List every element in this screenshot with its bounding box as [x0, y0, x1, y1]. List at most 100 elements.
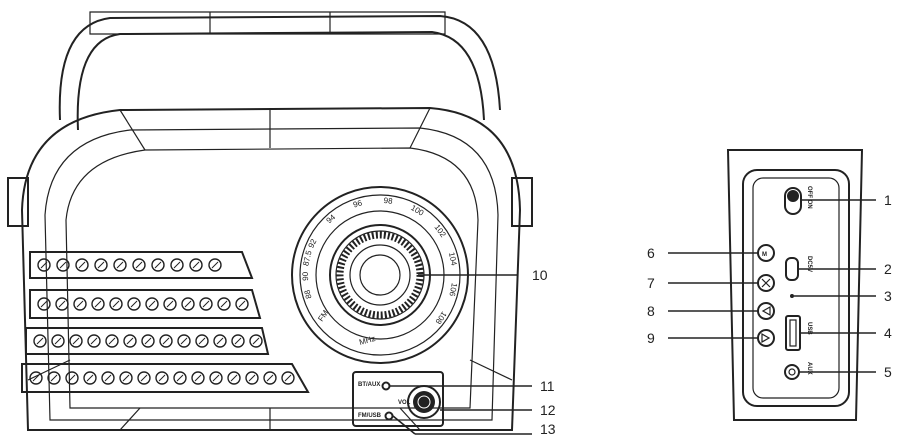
dial-label: 98: [383, 196, 393, 206]
dial-label: 100: [409, 203, 426, 218]
speaker-grill: [21, 251, 310, 393]
grill-hole: [199, 297, 213, 311]
grill-hole-mark: [76, 300, 84, 308]
dial-label: 104: [447, 251, 459, 267]
callout-6: 6: [647, 245, 655, 261]
grill-hole-mark: [144, 337, 152, 345]
grill-hole: [113, 258, 127, 272]
grill-hole: [217, 297, 231, 311]
grill-hole: [145, 297, 159, 311]
grill-hole-mark: [36, 337, 44, 345]
grill-hole-mark: [50, 374, 58, 382]
grill-hole-mark: [192, 261, 200, 269]
grill-hole: [73, 297, 87, 311]
grill-hole-mark: [154, 261, 162, 269]
grill-hole-mark: [86, 374, 94, 382]
callout-7: 7: [647, 275, 655, 291]
volume-knob-center: [413, 391, 435, 413]
dial-label: 96: [352, 198, 364, 209]
dial-knurled-rim: [336, 231, 424, 319]
grill-hole-mark: [212, 374, 220, 382]
grill-hole-mark: [78, 261, 86, 269]
aux-jack[interactable]: [784, 364, 800, 380]
grill-hole-mark: [148, 300, 156, 308]
grill-hole: [55, 297, 69, 311]
grill-hole-mark: [180, 337, 188, 345]
radio-side-view: OFF ON DC5V USB AUX M: [726, 149, 864, 421]
grill-hole-mark: [112, 300, 120, 308]
grill-hole-mark: [234, 337, 242, 345]
grill-hole: [29, 371, 43, 385]
grill-hole-mark: [97, 261, 105, 269]
grill-hole-mark: [59, 261, 67, 269]
fm-usb-indicator: [384, 411, 394, 421]
previous-button[interactable]: [757, 302, 775, 320]
fm-usb-label: FM/USB: [358, 413, 382, 419]
grill-hole: [151, 258, 165, 272]
grill-hole: [235, 297, 249, 311]
grill-hole: [94, 258, 108, 272]
grill-hole-mark: [104, 374, 112, 382]
grill-hole-mark: [202, 300, 210, 308]
grill-hole-mark: [184, 300, 192, 308]
grill-hole-mark: [54, 337, 62, 345]
callout-numbers: 1 2 3 4 5 6 7 8 9 10 11 12 13: [532, 192, 892, 437]
aux-label: AUX: [806, 362, 812, 375]
callout-2: 2: [884, 261, 892, 277]
dc5v-port[interactable]: [785, 257, 799, 281]
grill-hole: [189, 258, 203, 272]
grill-hole-mark: [252, 337, 260, 345]
grill-hole: [191, 371, 205, 385]
grill-hole: [105, 334, 119, 348]
dial-label: 106: [447, 282, 459, 297]
bt-aux-indicator: [381, 381, 391, 391]
callout-12: 12: [540, 402, 556, 418]
grill-hole-mark: [135, 261, 143, 269]
grill-holes: [29, 258, 295, 385]
grill-hole: [208, 258, 222, 272]
grill-hole-mark: [130, 300, 138, 308]
grill-hole: [109, 297, 123, 311]
grill-hole-mark: [173, 261, 181, 269]
dc5v-label: DC5V: [806, 256, 812, 272]
grill-hole: [163, 297, 177, 311]
callout-10: 10: [532, 267, 548, 283]
grill-hole: [75, 258, 89, 272]
off-on-label: OFF ON: [806, 186, 812, 209]
grill-hole-mark: [58, 300, 66, 308]
grill-hole: [56, 258, 70, 272]
dial-label: 92: [307, 237, 319, 249]
handle-pivot-left: [7, 177, 29, 227]
callout-9: 9: [647, 330, 655, 346]
dial-band-label: FM: [316, 308, 330, 323]
grill-hole: [249, 334, 263, 348]
leader-lines: [390, 199, 876, 435]
grill-hole-mark: [176, 374, 184, 382]
dial-label: 87.5: [301, 249, 313, 267]
grill-hole-mark: [230, 374, 238, 382]
grill-hole-mark: [266, 374, 274, 382]
grill-hole: [263, 371, 277, 385]
grill-hole-mark: [90, 337, 98, 345]
vol-label: VOL: [398, 400, 411, 406]
grill-hole-mark: [198, 337, 206, 345]
grill-hole: [181, 297, 195, 311]
grill-hole: [83, 371, 97, 385]
dial-label: 102: [433, 223, 448, 240]
handle-pivot-right: [511, 177, 533, 227]
callout-8: 8: [647, 303, 655, 319]
handle: [58, 11, 501, 131]
grill-hole-mark: [108, 337, 116, 345]
next-button[interactable]: [757, 329, 775, 347]
callout-5: 5: [884, 364, 892, 380]
grill-hole-mark: [166, 300, 174, 308]
grill-hole-mark: [40, 261, 48, 269]
grill-hole-mark: [126, 337, 134, 345]
callout-3: 3: [884, 288, 892, 304]
grill-hole: [119, 371, 133, 385]
grill-hole: [209, 371, 223, 385]
grill-hole: [37, 297, 51, 311]
power-switch[interactable]: [784, 187, 802, 215]
usb-port[interactable]: [785, 315, 801, 351]
